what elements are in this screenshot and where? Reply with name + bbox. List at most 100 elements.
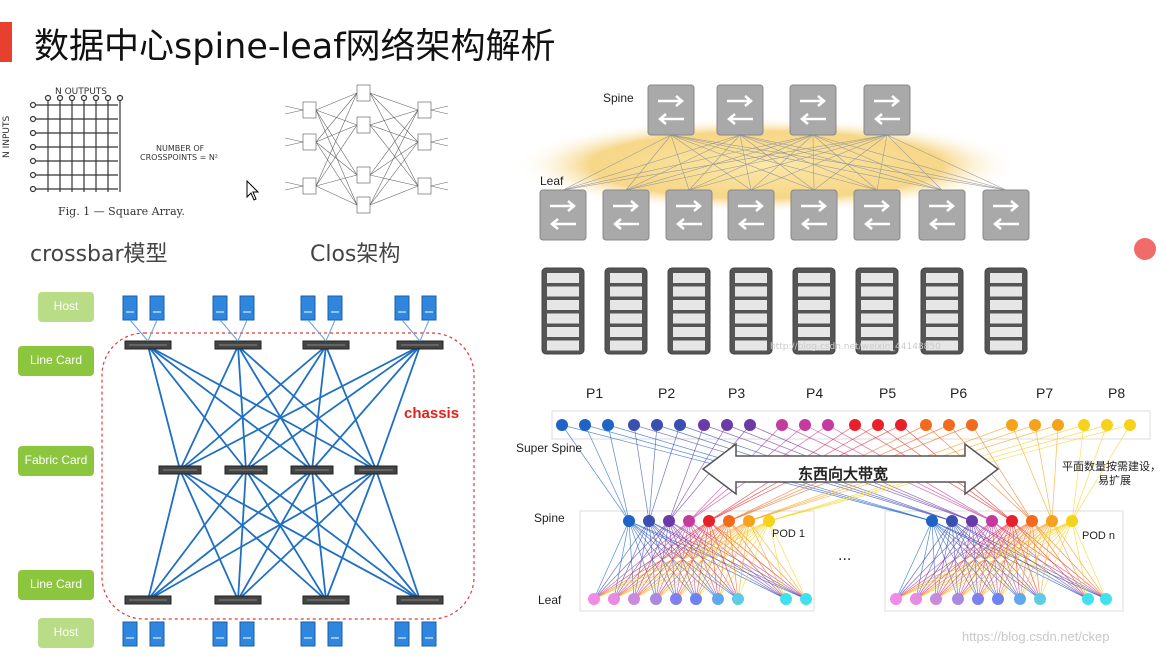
leaf-switch <box>790 189 838 241</box>
spine-leaf-links <box>562 134 1007 191</box>
spine-leaf-link <box>670 134 1007 191</box>
chassis-label: chassis <box>404 405 460 422</box>
chassis-link <box>237 469 247 601</box>
spine-leaf-pod-link <box>957 520 973 600</box>
podn-spine-node <box>1046 515 1058 527</box>
podn-leaf-node <box>1014 593 1026 605</box>
super-spine-row <box>551 410 1151 440</box>
spine-leaf-pod-link <box>628 520 719 600</box>
spine-switch <box>789 84 837 136</box>
spine-leaf-pod-link <box>633 520 770 600</box>
chassis-link <box>245 469 327 601</box>
pod1-spine-node <box>623 515 635 527</box>
chassis-link <box>147 469 247 601</box>
chassis-link <box>179 469 327 601</box>
super-spine-node <box>1006 419 1018 431</box>
podn-spine-node <box>986 515 998 527</box>
pod1-leaf-node <box>588 593 600 605</box>
spine-leaf-pod-link <box>1019 520 1073 600</box>
spine-leaf-link <box>812 134 815 191</box>
leaf-switch <box>539 189 587 241</box>
podn-spine-node <box>946 515 958 527</box>
chassis-link <box>375 345 421 471</box>
server-icon <box>327 621 343 647</box>
spine-leaf-link <box>670 134 752 191</box>
super-spine-node <box>776 419 788 431</box>
super-spine-link <box>607 424 630 522</box>
pod-leaf-label: Leaf <box>538 593 562 607</box>
rack-unit <box>673 340 705 351</box>
super-spine-link <box>648 424 681 522</box>
chassis-link <box>325 469 377 601</box>
pod1-spine-node <box>643 515 655 527</box>
spine-leaf-pod-link <box>1071 520 1107 600</box>
spine-leaf-pod-link <box>593 520 630 600</box>
pod1-spine-node <box>683 515 695 527</box>
spine-leaf-pod-link <box>1071 520 1089 600</box>
super-spine-node <box>1078 419 1090 431</box>
host-link <box>219 319 239 342</box>
super-spine-node <box>895 419 907 431</box>
spine-leaf-pod-link <box>935 520 1073 600</box>
server-icon <box>394 621 410 647</box>
spine-leaf-pod-link <box>1051 520 1107 600</box>
pod1-spine-node <box>743 515 755 527</box>
podn-leaf-node <box>992 593 1004 605</box>
host-link <box>419 319 430 342</box>
scaling-note-line1: 平面数量按需建设， <box>1062 460 1161 473</box>
spine-leaf-pod-link <box>655 520 750 600</box>
chassis-link <box>147 469 313 601</box>
pod1-box <box>579 510 815 612</box>
spine-leaf-link <box>670 134 878 191</box>
spine-leaf-pod-link <box>915 520 1073 600</box>
plane-label-p1: P1 <box>586 385 604 401</box>
plane-label-p7: P7 <box>1036 385 1054 401</box>
line-card-label-bottom: Line Card <box>18 570 94 600</box>
spine-leaf-pod-link <box>951 520 1089 600</box>
spine-leaf-pod-link <box>991 520 1107 600</box>
super-spine-node <box>920 419 932 431</box>
crossbar-caption: Fig. 1 — Square Array. <box>58 205 185 218</box>
podn-box <box>884 510 1124 612</box>
pod1-spine-node <box>663 515 675 527</box>
spine-leaf-pod-link <box>655 520 690 600</box>
spine-leaf-pod-link <box>655 520 670 600</box>
spine-leaf-pod-link <box>895 520 933 600</box>
spine-leaf-pod-link <box>717 520 770 600</box>
super-spine-label: Super Spine <box>516 441 583 455</box>
super-spine-node <box>628 419 640 431</box>
switch-arrows-icon <box>874 95 900 125</box>
rack-unit <box>735 327 767 337</box>
rack-unit <box>798 313 830 324</box>
rack-unit <box>610 273 642 283</box>
east-west-double-arrow <box>701 442 1000 496</box>
spine-leaf-pod-link <box>1039 520 1073 600</box>
super-spine-link <box>668 424 728 522</box>
chassis-link <box>245 345 327 471</box>
spine-leaf-pod-link <box>593 520 650 600</box>
host-link <box>237 319 248 342</box>
rack-unit <box>673 313 705 324</box>
super-spine-link <box>584 424 630 522</box>
super-spine-node <box>822 419 834 431</box>
spine-leaf-pod-link <box>957 520 1053 600</box>
pod1-spine-node <box>723 515 735 527</box>
chassis-link <box>237 469 313 601</box>
server-icon <box>212 621 228 647</box>
chassis-link <box>179 469 239 601</box>
footer-watermark: https://blog.csdn.net/ckep <box>962 629 1110 644</box>
scaling-note-line2: 易扩展 <box>1098 474 1131 487</box>
fabric-glow <box>514 117 1018 213</box>
super-spine-node <box>872 419 884 431</box>
spine-leaf-pod-link <box>1031 520 1107 600</box>
chassis-link <box>179 345 327 471</box>
switch-arrows-icon <box>727 95 753 125</box>
rack-unit <box>735 273 767 283</box>
spine-leaf-pod-link <box>1031 520 1089 600</box>
chassis-link <box>245 345 421 471</box>
rack-unit <box>990 273 1022 283</box>
server-icon <box>239 621 255 647</box>
spine-leaf-pod-link <box>895 520 993 600</box>
pod1-leaf-node <box>608 593 620 605</box>
spine-leaf-pod-link <box>675 520 770 600</box>
